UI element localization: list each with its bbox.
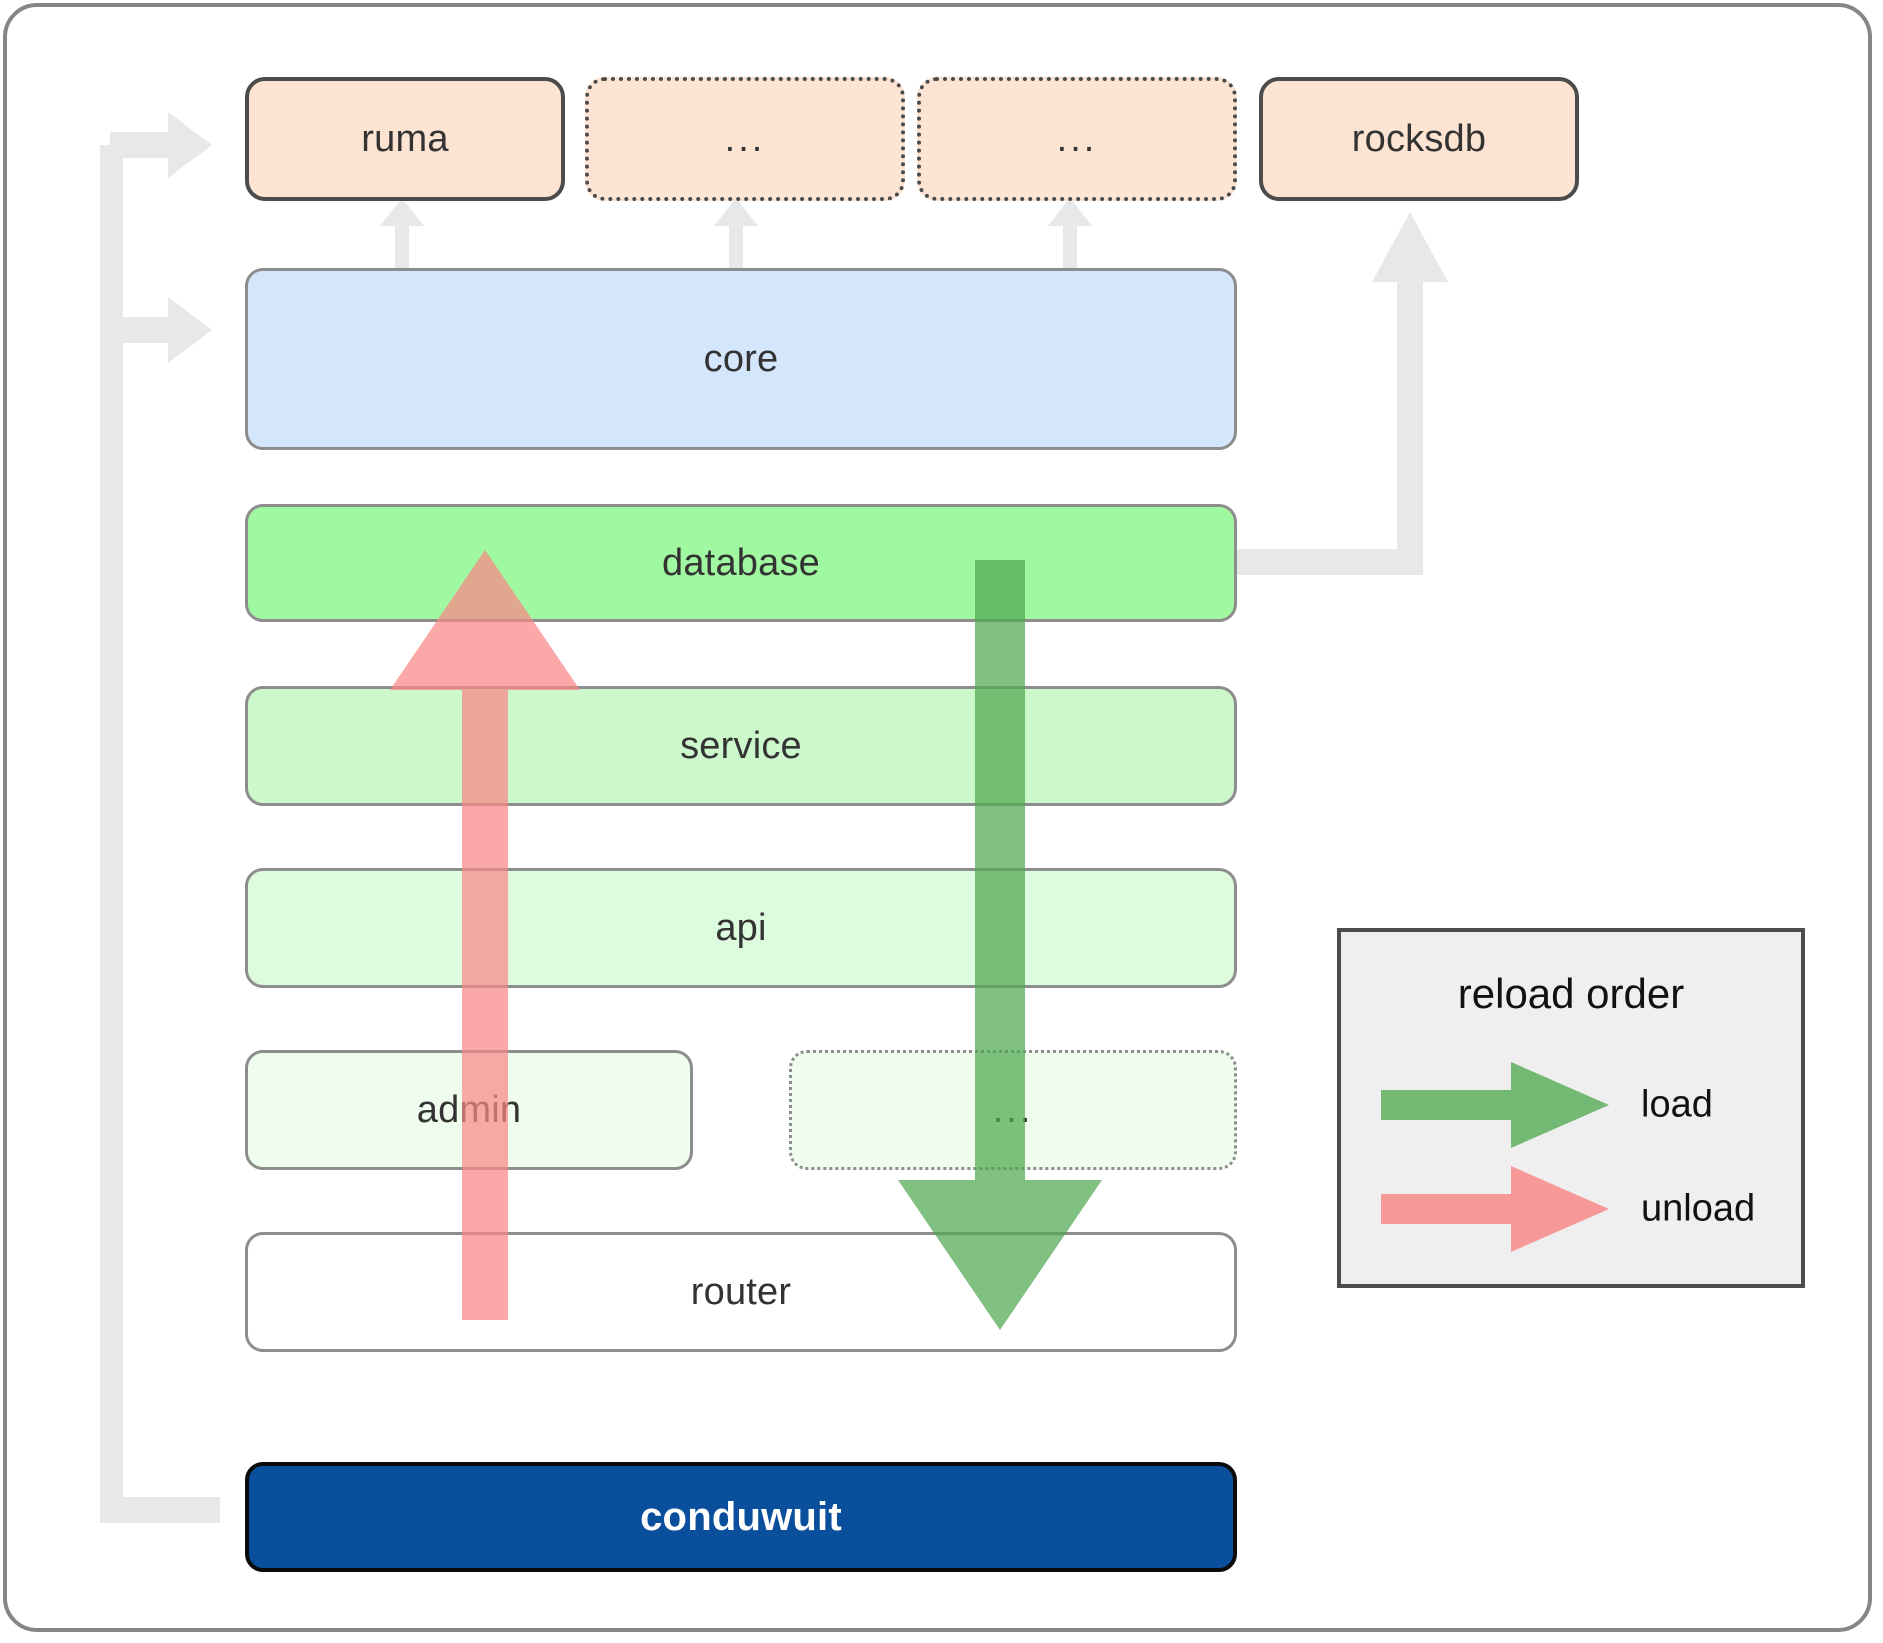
node-admin-label: admin [416, 1088, 522, 1131]
node-api-label: api [715, 906, 767, 949]
unload-legend-icon [1381, 1166, 1609, 1252]
legend-label-unload: unload [1641, 1187, 1756, 1230]
legend-label-load: load [1641, 1083, 1713, 1126]
node-router-label: router [690, 1270, 792, 1313]
node-api[interactable]: api [245, 868, 1237, 988]
legend-panel: reload order load unload [1337, 928, 1805, 1288]
legend-row-unload: unload [1341, 1164, 1801, 1254]
legend-row-load: load [1341, 1060, 1801, 1150]
node-ruma[interactable]: ruma [245, 77, 565, 201]
node-dots-c[interactable]: ... [789, 1050, 1237, 1170]
node-dots-b[interactable]: ... [917, 77, 1237, 201]
node-database[interactable]: database [245, 504, 1237, 622]
node-dots-a-label: ... [724, 117, 766, 160]
node-core-label: core [703, 337, 779, 380]
connector-conduwuit-to-crates [100, 112, 220, 1523]
node-dots-a[interactable]: ... [585, 77, 905, 201]
node-core[interactable]: core [245, 268, 1237, 450]
node-service[interactable]: service [245, 686, 1237, 806]
node-service-label: service [680, 724, 802, 767]
connector-core-to-ruma [380, 198, 424, 276]
node-admin[interactable]: admin [245, 1050, 693, 1170]
node-router[interactable]: router [245, 1232, 1237, 1352]
node-conduwuit[interactable]: conduwuit [245, 1462, 1237, 1572]
connector-core-to-dots-a [714, 198, 758, 276]
legend-title: reload order [1457, 970, 1685, 1017]
connector-database-to-rocksdb [1218, 212, 1448, 575]
node-ruma-label: ruma [361, 117, 449, 160]
load-legend-icon [1381, 1062, 1609, 1148]
node-database-label: database [662, 541, 820, 584]
node-rocksdb-label: rocksdb [1351, 117, 1487, 160]
node-dots-b-label: ... [1056, 117, 1098, 160]
node-conduwuit-label: conduwuit [640, 1494, 842, 1539]
node-dots-c-label: ... [992, 1088, 1034, 1131]
connector-core-to-dots-b [1048, 198, 1092, 276]
node-rocksdb[interactable]: rocksdb [1259, 77, 1579, 201]
